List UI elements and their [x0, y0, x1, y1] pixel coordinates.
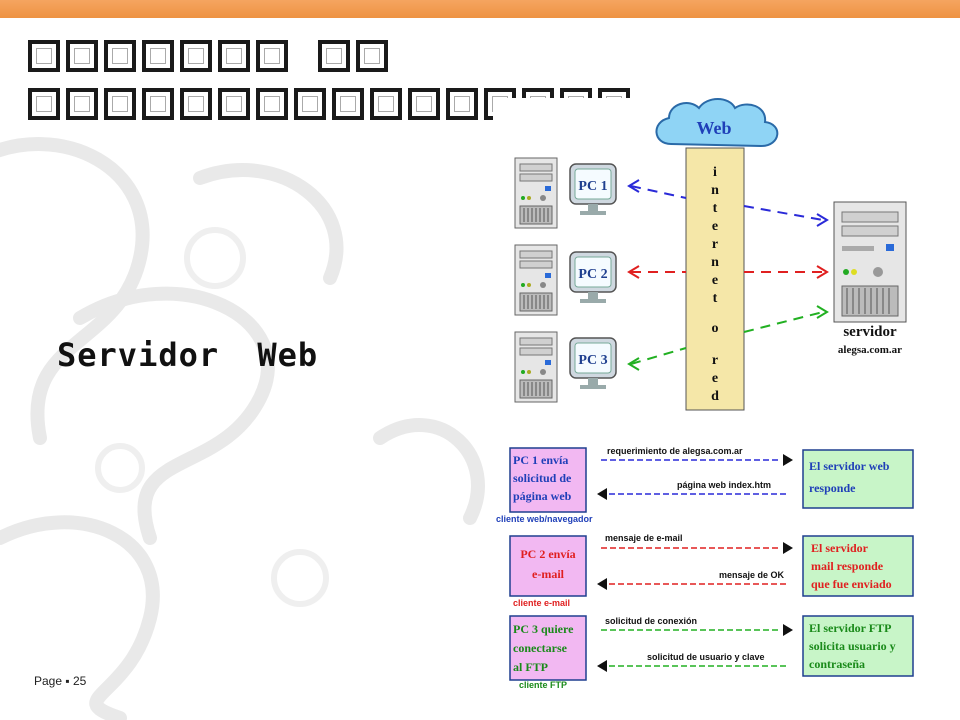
flow3-server-box — [802, 615, 914, 677]
svg-text:n: n — [711, 255, 719, 270]
svg-text:o: o — [712, 321, 719, 336]
communication-flow-diagram: PC 1 envía solicitud de página web clien… — [493, 430, 933, 720]
flow1-client-caption: cliente web/navegador — [496, 514, 593, 524]
server-arrowhead-green-icon — [816, 305, 829, 319]
flow2-request-label: mensaje de e-mail — [605, 533, 683, 543]
pc1-tower-icon — [514, 157, 558, 229]
cloud-label: Web — [696, 118, 731, 138]
svg-text:solicitud de: solicitud de — [513, 471, 572, 485]
svg-text:El servidor web: El servidor web — [809, 459, 890, 473]
svg-text:e: e — [712, 219, 718, 234]
svg-text:r: r — [712, 237, 718, 252]
internet-backbone — [685, 147, 745, 411]
flow1-response-label: página web index.htm — [677, 480, 771, 490]
pc2-tower-icon — [514, 244, 558, 316]
svg-text:d: d — [711, 389, 719, 404]
web-cloud: Web — [655, 98, 779, 148]
svg-text:conectarse: conectarse — [513, 641, 568, 655]
svg-text:e: e — [712, 371, 718, 386]
svg-text:página web: página web — [513, 489, 572, 503]
backbone-letters: i n t e r n e t o r e d — [711, 165, 719, 404]
svg-text:PC 3 quiere: PC 3 quiere — [513, 622, 574, 636]
svg-text:e-mail: e-mail — [532, 567, 565, 581]
flow3-response-arrow-icon — [597, 660, 607, 672]
flow2-client-caption: cliente e-mail — [513, 598, 570, 608]
svg-text:El servidor FTP: El servidor FTP — [809, 621, 891, 635]
svg-text:contraseña: contraseña — [809, 657, 865, 671]
server-arrowhead-red-icon — [816, 265, 829, 279]
flow2-server-box — [802, 535, 914, 597]
svg-text:solicita usuario y: solicita usuario y — [809, 639, 896, 653]
flow1-request-label: requerimiento de alegsa.com.ar — [607, 446, 743, 456]
svg-text:que fue enviado: que fue enviado — [811, 577, 892, 591]
svg-text:n: n — [711, 183, 719, 198]
svg-text:r: r — [712, 353, 718, 368]
flow3-client-caption: cliente FTP — [519, 680, 567, 690]
pc1-arrowhead-icon — [627, 179, 640, 193]
pc3-arrowhead-icon — [627, 357, 640, 371]
flow2-client-box — [509, 535, 587, 597]
network-diagram: i n t e r n e t o r e d Web PC 1 PC 2 PC… — [493, 98, 933, 420]
flow1-client-box — [509, 447, 587, 513]
flow-row-3: PC 3 quiere conectarse al FTP cliente FT… — [509, 615, 914, 690]
pc1-label: PC 1 — [578, 179, 607, 194]
flow1-request-arrow-icon — [783, 454, 793, 466]
pc3-server-link-line — [743, 311, 824, 333]
svg-text:e: e — [712, 273, 718, 288]
flow-row-1: PC 1 envía solicitud de página web clien… — [496, 446, 914, 524]
pc2-arrowhead-icon — [627, 265, 640, 279]
server-arrowhead-blue-icon — [816, 213, 829, 227]
top-accent-bar — [0, 0, 960, 18]
slide-subtitle: Servidor Web — [57, 336, 319, 374]
svg-text:i: i — [713, 165, 717, 180]
flow3-client-box — [509, 615, 587, 681]
svg-text:PC 2 envía: PC 2 envía — [520, 547, 575, 561]
slide-title-glyphs-line-1 — [28, 40, 388, 80]
flow2-request-arrow-icon — [783, 542, 793, 554]
pc2-label: PC 2 — [578, 267, 607, 282]
svg-text:al FTP: al FTP — [513, 660, 548, 674]
page-number: Page ▪ 25 — [34, 674, 87, 688]
background-swirl-decoration — [0, 137, 485, 720]
flow2-response-arrow-icon — [597, 578, 607, 590]
svg-text:responde: responde — [809, 481, 856, 495]
flow2-response-label: mensaje de OK — [719, 570, 785, 580]
svg-text:t: t — [713, 291, 718, 306]
server-label: servidor — [843, 324, 897, 340]
svg-text:t: t — [713, 201, 718, 216]
pc3-label: PC 3 — [578, 353, 607, 368]
flow1-response-arrow-icon — [597, 488, 607, 500]
pc1-link-line — [630, 185, 687, 199]
flow3-request-arrow-icon — [783, 624, 793, 636]
flow-row-2: PC 2 envía e-mail cliente e-mail mensaje… — [509, 533, 914, 608]
pc3-tower-icon — [514, 331, 558, 403]
flow1-server-box — [802, 449, 914, 509]
svg-text:El servidor: El servidor — [811, 541, 869, 555]
svg-text:PC 1 envía: PC 1 envía — [513, 453, 568, 467]
server-icon — [833, 201, 907, 323]
server-domain: alegsa.com.ar — [838, 344, 902, 356]
pc3-link-line — [630, 347, 687, 365]
pc1-server-link-line — [743, 205, 824, 221]
flow3-response-label: solicitud de usuario y clave — [647, 652, 765, 662]
svg-text:mail responde: mail responde — [811, 559, 884, 573]
flow3-request-label: solicitud de conexión — [605, 616, 697, 626]
